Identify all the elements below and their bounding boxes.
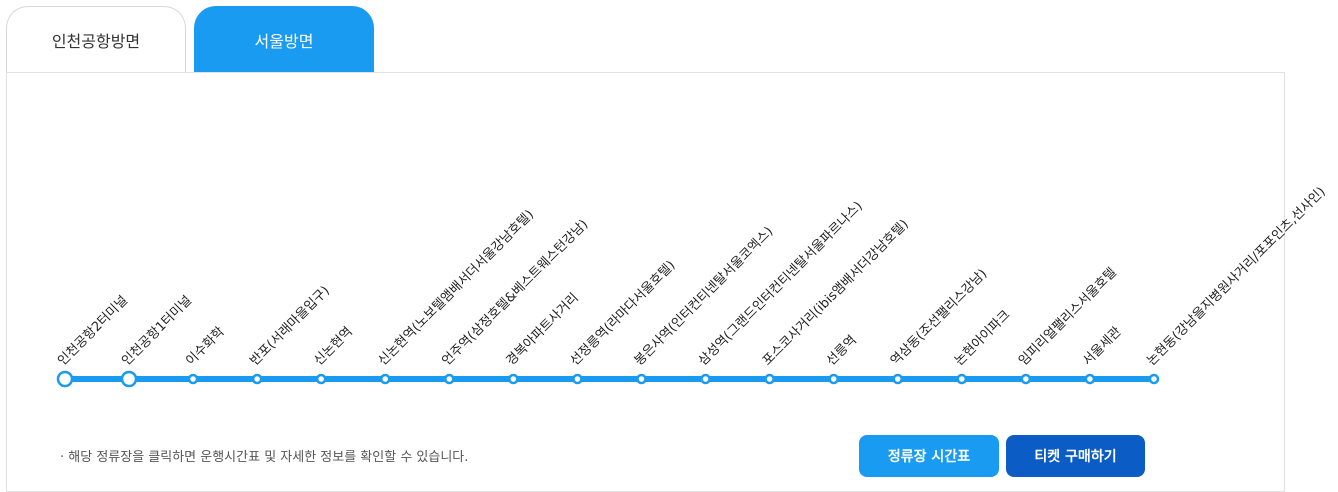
route-stop[interactable]: 선정릉역(라마다서울호텔)	[568, 258, 679, 385]
stop-marker[interactable]	[56, 370, 74, 388]
stop-label[interactable]: 서울세관	[1080, 324, 1124, 368]
stop-label[interactable]: 논현동(강남을지병원사거리/포포인츠,선사인)	[1144, 184, 1328, 368]
route-stop[interactable]: 이수화학	[183, 324, 228, 385]
stop-label[interactable]: 논현아이파크	[952, 307, 1013, 368]
stop-label[interactable]: 봉은사역(인터컨티넨탈서울코엑스)	[632, 224, 777, 369]
stop-marker[interactable]	[1020, 373, 1032, 385]
stop-timetable-button[interactable]: 정류장 시간표	[859, 435, 999, 477]
route-stop[interactable]: 신논현역	[311, 324, 356, 385]
stop-marker[interactable]	[187, 373, 199, 385]
button-label: 티켓 구매하기	[1034, 449, 1117, 465]
route-panel	[6, 72, 1285, 492]
stop-marker[interactable]	[444, 373, 455, 385]
stop-marker[interactable]	[764, 373, 775, 385]
stop-marker[interactable]	[956, 373, 968, 385]
stop-marker[interactable]	[120, 370, 138, 388]
stop-marker[interactable]	[892, 373, 903, 385]
stop-marker[interactable]	[572, 373, 583, 385]
stop-marker[interactable]	[508, 373, 519, 385]
stop-marker[interactable]	[1084, 373, 1096, 385]
tab-seoul[interactable]: 서울방면	[194, 6, 374, 73]
stop-marker[interactable]	[636, 373, 647, 385]
bullet: ·	[60, 450, 69, 465]
stop-marker[interactable]	[251, 373, 263, 385]
route-stop[interactable]: 논현동(강남을지병원사거리/포포인츠,선사인)	[1144, 184, 1329, 385]
tab-label: 서울방면	[254, 31, 314, 51]
stop-marker[interactable]	[379, 373, 391, 385]
stop-label[interactable]: 선정릉역(라마다서울호텔)	[568, 258, 679, 369]
route-stop[interactable]: 선릉역	[824, 333, 860, 385]
stop-label[interactable]: 신논현역	[311, 324, 355, 368]
stop-marker[interactable]	[828, 373, 839, 385]
stop-label[interactable]: 선릉역	[824, 333, 860, 369]
notice-text: · 해당 정류장을 클릭하면 운행시간표 및 자세한 정보를 확인할 수 있습니…	[60, 446, 468, 465]
tab-incheon-airport[interactable]: 인천공항방면	[6, 6, 186, 72]
route-stop[interactable]: 논현아이파크	[952, 307, 1013, 385]
stop-marker[interactable]	[315, 373, 327, 385]
route-stop[interactable]: 역삼동(조선팰리스강남)	[888, 266, 990, 385]
route-stop[interactable]: 임피리얼팰리스서울호텔	[1016, 265, 1120, 385]
route-stop[interactable]: 경복아파트사거리	[504, 291, 582, 385]
route-stop[interactable]: 서울세관	[1080, 324, 1125, 385]
route-stop[interactable]: 인천공항1터미널	[119, 293, 195, 388]
stop-label[interactable]: 이수화학	[183, 324, 227, 368]
tab-label: 인천공항방면	[51, 31, 141, 51]
route-stop[interactable]: 인천공항2터미널	[55, 293, 131, 388]
buy-ticket-button[interactable]: 티켓 구매하기	[1006, 435, 1145, 477]
stop-marker[interactable]	[700, 373, 711, 385]
notice-message: 해당 정류장을 클릭하면 운행시간표 및 자세한 정보를 확인할 수 있습니다.	[68, 450, 469, 465]
stop-marker[interactable]	[1148, 373, 1160, 385]
button-label: 정류장 시간표	[887, 449, 971, 465]
